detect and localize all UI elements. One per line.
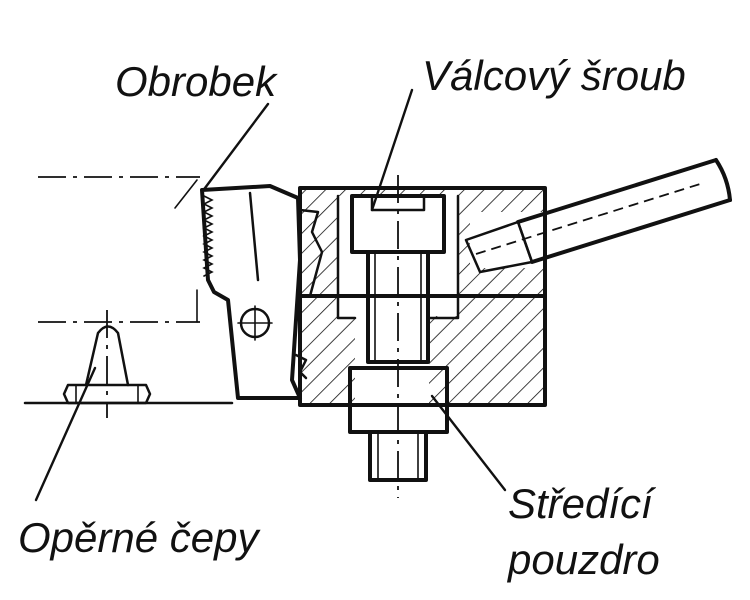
- pins-label: Opěrné čepy: [18, 514, 261, 561]
- bushing-leader: [430, 394, 507, 492]
- workpiece-leader: [200, 102, 270, 194]
- bushing-label-line1: Středící: [508, 480, 657, 527]
- bushing-label-line2: pouzdro: [506, 536, 660, 583]
- support-pin: [62, 310, 152, 418]
- inclined-rod: [464, 158, 732, 274]
- clamping-jaw: [200, 184, 308, 400]
- pins-leader: [34, 366, 97, 502]
- leader-lines: [34, 88, 507, 502]
- workpiece-label: Obrobek: [115, 58, 278, 105]
- screw-leader: [370, 88, 414, 212]
- workpiece-outline: [38, 176, 200, 323]
- housing-block: [298, 186, 547, 407]
- screw-label: Válcový šroub: [422, 52, 686, 99]
